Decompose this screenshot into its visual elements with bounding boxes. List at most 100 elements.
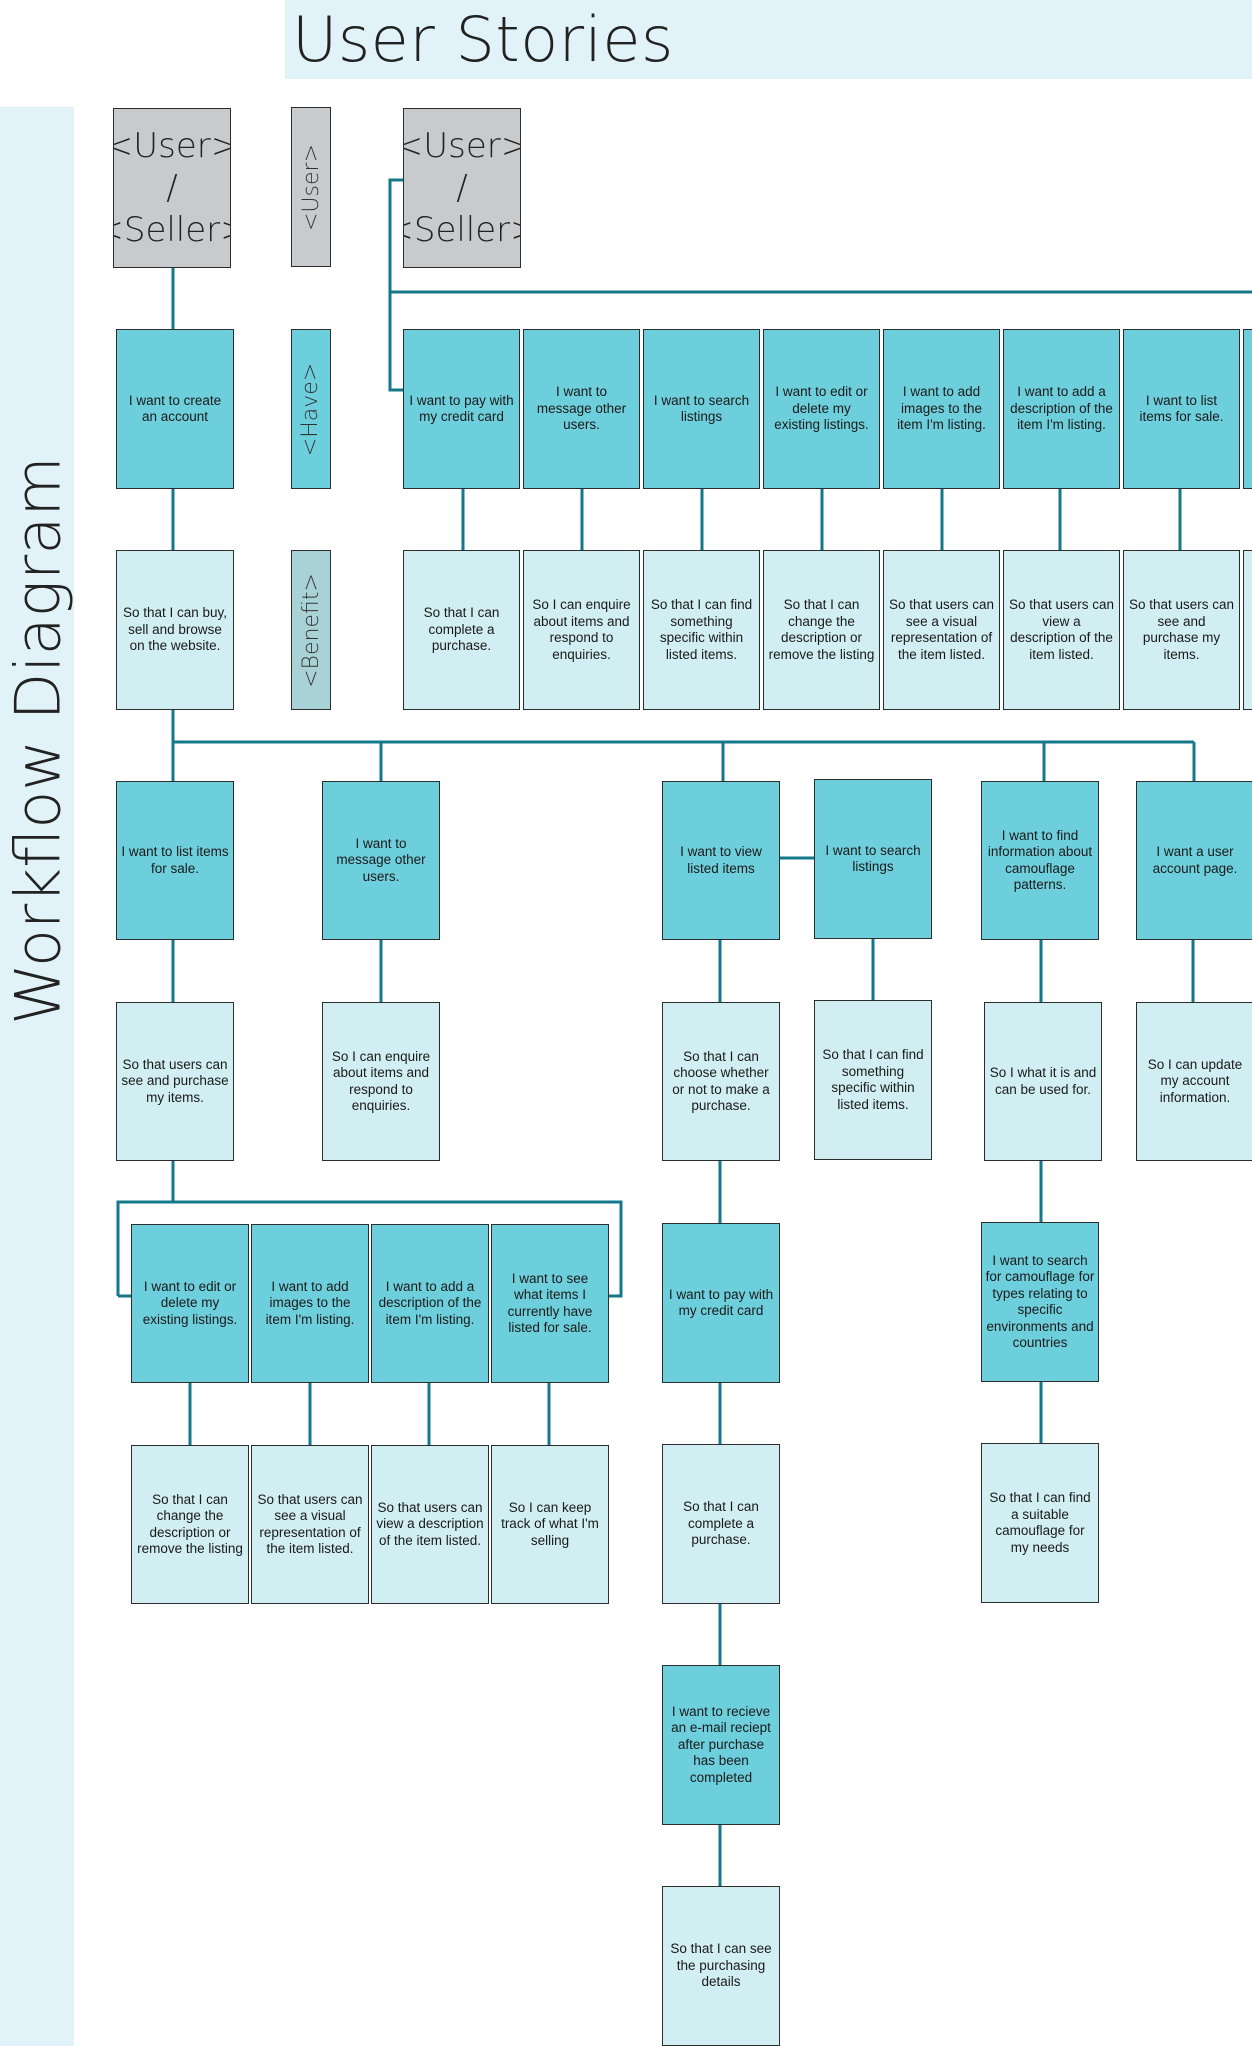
role-user-seller-left: <User> / <Seller> bbox=[113, 108, 231, 268]
benefit-camo-info: So I what it is and can be used for. bbox=[984, 1002, 1102, 1161]
want-list-items: I want to list items for sale. bbox=[116, 781, 234, 940]
top-want-list-items-label: I want to list items for sale. bbox=[1139, 392, 1224, 425]
want-email-receipt: I want to recieve an e-mail reciept afte… bbox=[662, 1665, 780, 1825]
top-want-add-description: I want to add a description of the item … bbox=[1003, 329, 1120, 489]
want-list-items-label: I want to list items for sale. bbox=[121, 844, 229, 876]
want-search-listings-label: I want to search listings bbox=[825, 842, 921, 875]
want-search-listings: I want to search listings bbox=[814, 779, 932, 939]
legend-user-label: <User> bbox=[298, 143, 324, 231]
top-benefit-edit-listings-label: So that I can change the description or … bbox=[768, 597, 875, 662]
benefit-search-camo: So that I can find a suitable camouflage… bbox=[981, 1443, 1099, 1603]
connector-sub-drops bbox=[188, 1382, 551, 1445]
top-benefit-list-items-label: So that users can see and purchase my it… bbox=[1128, 597, 1235, 662]
role-user-seller-left-label: <User> / <Seller> bbox=[114, 126, 230, 250]
top-benefit-search-listings: So that I can find something specific wi… bbox=[643, 550, 760, 710]
top-want-edit-listings-label: I want to edit or delete my existing lis… bbox=[774, 384, 869, 433]
benefit-edit-listings-label: So that I can change the description or … bbox=[137, 1491, 243, 1557]
legend-have-label: <Have> bbox=[298, 362, 324, 456]
want-edit-listings: I want to edit or delete my existing lis… bbox=[131, 1224, 249, 1383]
top-want-list-items: I want to list items for sale. bbox=[1123, 329, 1240, 489]
page-title: User Stories bbox=[292, 3, 674, 76]
want-camo-info-label: I want to find information about camoufl… bbox=[987, 827, 1093, 893]
benefit-camo-info-label: So I what it is and can be used for. bbox=[989, 1065, 1097, 1097]
connector-role-right-bracket bbox=[388, 178, 403, 392]
benefit-account-page-label: So I can update my account information. bbox=[1147, 1056, 1243, 1105]
title-band bbox=[285, 0, 1252, 79]
side-band bbox=[0, 107, 74, 2046]
want-email-receipt-label: I want to recieve an e-mail reciept afte… bbox=[671, 1703, 771, 1785]
want-message-users-label: I want to message other users. bbox=[336, 835, 426, 884]
top-want-clipped bbox=[1243, 329, 1252, 489]
role-user-seller-right: <User> / <Seller> bbox=[403, 108, 521, 268]
top-benefit-pay-card: So that I can complete a purchase. bbox=[403, 550, 520, 710]
benefit-create-account: So that I can buy, sell and browse on th… bbox=[116, 550, 234, 710]
benefit-email-receipt-label: So that I can see the purchasing details bbox=[670, 1941, 772, 1990]
benefit-pay-card-label: So that I can complete a purchase. bbox=[683, 1499, 759, 1548]
legend-benefit: <Benefit> bbox=[291, 550, 331, 710]
top-benefit-add-description-label: So that users can view a description of … bbox=[1008, 597, 1115, 662]
top-benefit-message-users: So I can enquire about items and respond… bbox=[523, 550, 640, 710]
benefit-pay-card: So that I can complete a purchase. bbox=[662, 1444, 780, 1604]
top-want-add-description-label: I want to add a description of the item … bbox=[1010, 384, 1113, 433]
top-want-pay-card: I want to pay with my credit card bbox=[403, 329, 520, 489]
benefit-search-listings: So that I can find something specific wi… bbox=[814, 1000, 932, 1160]
benefit-create-account-label: So that I can buy, sell and browse on th… bbox=[122, 605, 228, 654]
want-edit-listings-label: I want to edit or delete my existing lis… bbox=[142, 1278, 238, 1327]
benefit-account-page: So I can update my account information. bbox=[1136, 1002, 1252, 1161]
top-benefit-add-images: So that users can see a visual represent… bbox=[883, 550, 1000, 710]
want-pay-card-label: I want to pay with my credit card bbox=[668, 1286, 774, 1319]
want-camo-info: I want to find information about camoufl… bbox=[981, 781, 1099, 940]
benefit-add-images: So that users can see a visual represent… bbox=[251, 1445, 369, 1604]
top-benefit-search-listings-label: So that I can find something specific wi… bbox=[650, 597, 753, 662]
benefit-email-receipt: So that I can see the purchasing details bbox=[662, 1886, 780, 2046]
top-benefit-list-items: So that users can see and purchase my it… bbox=[1123, 550, 1240, 710]
connector-bus-drops bbox=[171, 742, 1196, 781]
want-pay-card: I want to pay with my credit card bbox=[662, 1223, 780, 1383]
top-benefit-add-images-label: So that users can see a visual represent… bbox=[888, 597, 995, 662]
connector-top-drops bbox=[461, 488, 1182, 551]
top-want-message-users-label: I want to message other users. bbox=[536, 384, 627, 433]
top-want-pay-card-label: I want to pay with my credit card bbox=[409, 392, 514, 425]
benefit-add-description: So that users can view a description of … bbox=[371, 1445, 489, 1604]
want-add-description: I want to add a description of the item … bbox=[371, 1224, 489, 1383]
want-add-images: I want to add images to the item I'm lis… bbox=[251, 1224, 369, 1383]
benefit-search-camo-label: So that I can find a suitable camouflage… bbox=[989, 1490, 1091, 1555]
benefit-list-items: So that users can see and purchase my it… bbox=[116, 1002, 234, 1161]
benefit-see-listed-label: So I can keep track of what I'm selling bbox=[501, 1499, 599, 1548]
top-benefit-add-description: So that users can view a description of … bbox=[1003, 550, 1120, 710]
want-search-camo-label: I want to search for camouflage for type… bbox=[985, 1252, 1095, 1351]
top-want-add-images-label: I want to add images to the item I'm lis… bbox=[897, 384, 986, 433]
benefit-search-listings-label: So that I can find something specific wi… bbox=[822, 1047, 924, 1112]
want-add-description-label: I want to add a description of the item … bbox=[378, 1278, 482, 1327]
top-benefit-edit-listings: So that I can change the description or … bbox=[763, 550, 880, 710]
top-want-message-users: I want to message other users. bbox=[523, 329, 640, 489]
want-view-items: I want to view listed items bbox=[662, 781, 780, 940]
benefit-view-items-label: So that I can choose whether or not to m… bbox=[672, 1048, 770, 1114]
benefit-see-listed: So I can keep track of what I'm selling bbox=[491, 1445, 609, 1604]
connector-sub-bus bbox=[116, 1200, 623, 1298]
top-want-search-listings-label: I want to search listings bbox=[653, 392, 750, 425]
want-add-images-label: I want to add images to the item I'm lis… bbox=[265, 1278, 355, 1327]
legend-have: <Have> bbox=[291, 329, 331, 489]
want-view-items-label: I want to view listed items bbox=[680, 844, 762, 876]
top-want-edit-listings: I want to edit or delete my existing lis… bbox=[763, 329, 880, 489]
want-create-account: I want to create an account bbox=[116, 329, 234, 489]
top-want-search-listings: I want to search listings bbox=[643, 329, 760, 489]
top-want-add-images: I want to add images to the item I'm lis… bbox=[883, 329, 1000, 489]
role-user-seller-right-label: <User> / <Seller> bbox=[404, 126, 520, 250]
benefit-add-description-label: So that users can view a description of … bbox=[376, 1499, 484, 1548]
want-search-camo: I want to search for camouflage for type… bbox=[981, 1222, 1099, 1382]
top-benefit-message-users-label: So I can enquire about items and respond… bbox=[532, 597, 631, 662]
want-account-page-label: I want a user account page. bbox=[1152, 844, 1238, 876]
want-see-listed: I want to see what items I currently hav… bbox=[491, 1224, 609, 1383]
want-create-account-label: I want to create an account bbox=[128, 392, 222, 425]
benefit-view-items: So that I can choose whether or not to m… bbox=[662, 1002, 780, 1161]
benefit-edit-listings: So that I can change the description or … bbox=[131, 1445, 249, 1604]
benefit-add-images-label: So that users can see a visual represent… bbox=[257, 1491, 363, 1557]
benefit-list-items-label: So that users can see and purchase my it… bbox=[121, 1056, 229, 1105]
legend-user: <User> bbox=[291, 107, 331, 267]
want-account-page: I want a user account page. bbox=[1136, 781, 1252, 940]
benefit-message-users-label: So I can enquire about items and respond… bbox=[331, 1048, 431, 1114]
want-message-users: I want to message other users. bbox=[322, 781, 440, 940]
